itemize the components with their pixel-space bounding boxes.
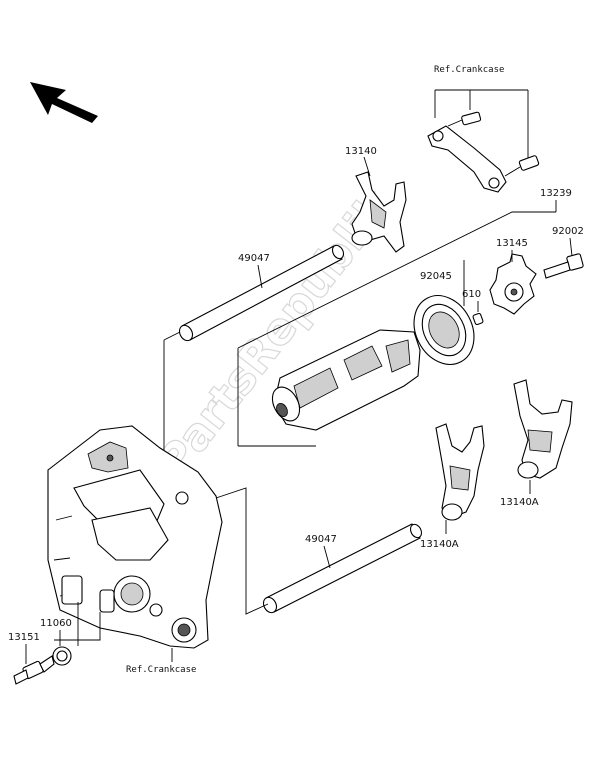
bolt-92002 — [543, 253, 584, 279]
label-49047-bottom: 49047 — [305, 534, 337, 545]
shift-rod-49047-bottom — [262, 523, 423, 614]
shift-fork-13140 — [351, 171, 407, 253]
leader-small-parts — [54, 602, 101, 646]
label-610: 610 — [462, 289, 481, 300]
leader-bottom-rod — [209, 487, 269, 615]
ref-crankcase-top-label: Ref.Crankcase — [434, 65, 504, 75]
label-13145: 13145 — [496, 238, 528, 249]
label-13140: 13140 — [345, 146, 377, 157]
neutral-switch-13151 — [13, 655, 55, 685]
washer-11060 — [52, 646, 72, 666]
shift-drum — [271, 329, 421, 431]
label-92045: 92045 — [420, 271, 452, 282]
drum-star-13145 — [489, 253, 537, 315]
label-13239: 13239 — [540, 188, 572, 199]
bearing-92045 — [413, 295, 475, 365]
label-92002: 92002 — [552, 226, 584, 237]
shift-fork-13140a-left — [435, 423, 485, 521]
shift-fork-13140a-right — [513, 379, 573, 479]
label-13140a-right: 13140A — [500, 497, 539, 508]
label-11060: 11060 — [40, 618, 72, 629]
shift-rod-49047-top — [178, 244, 345, 342]
crankcase — [47, 425, 223, 649]
pin-610 — [472, 312, 484, 326]
ref-crankcase-bottom-label: Ref.Crankcase — [126, 665, 196, 675]
label-13140a-left: 13140A — [420, 539, 459, 550]
label-49047-top: 49047 — [238, 253, 270, 264]
drum-assembly-outline — [237, 200, 557, 447]
crankcase-bracket — [427, 89, 540, 193]
label-13151: 13151 — [8, 632, 40, 643]
direction-arrow-icon — [30, 82, 98, 123]
